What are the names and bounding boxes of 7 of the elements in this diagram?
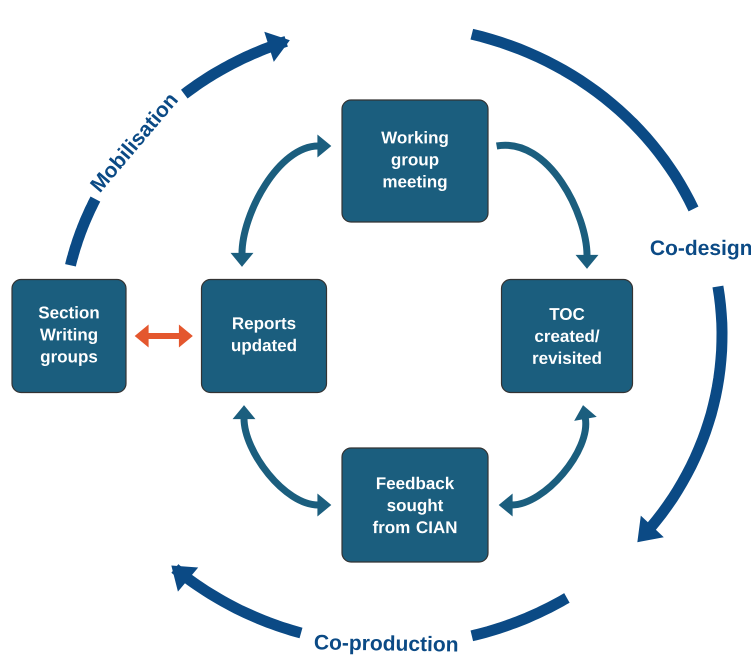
process-box: TOC created/ revisited [500,278,634,394]
process-box: Reports updated [200,278,328,394]
process-box: Feedback sought from CIAN [341,447,489,563]
process-box: Section Writing groups [11,278,127,394]
phase-label: Co-production [314,634,458,654]
process-box: Working group meeting [341,99,489,223]
phase-label: Co-design [650,240,751,260]
